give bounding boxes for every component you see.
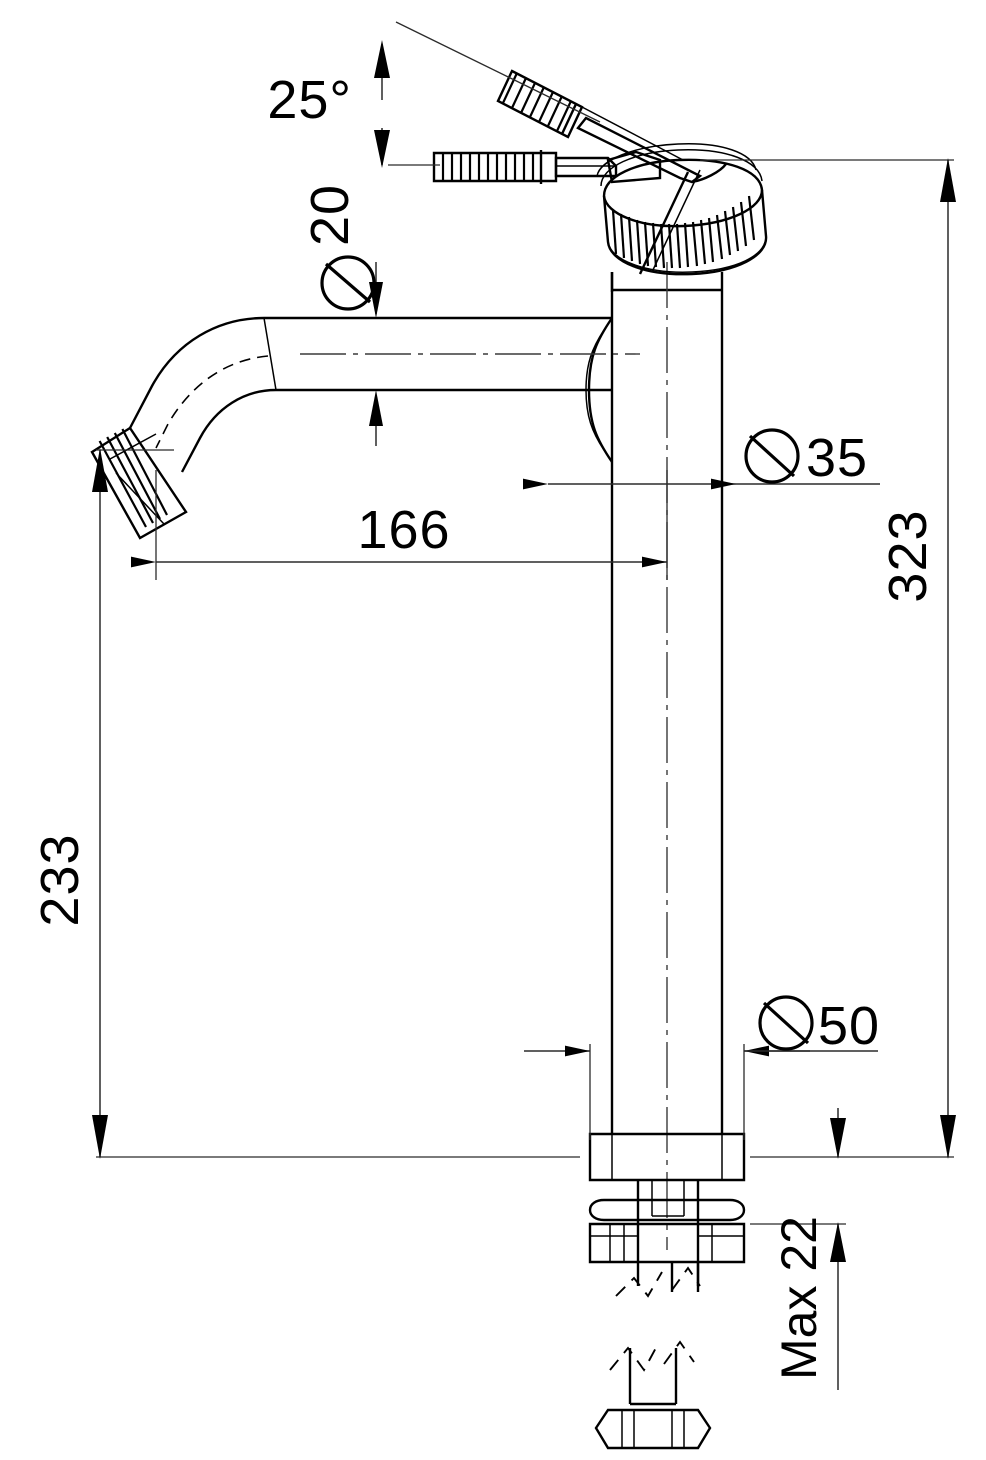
- break-lines-upper: [615, 1262, 701, 1298]
- diameter-symbol-20: [320, 255, 376, 311]
- hex-lock-nut-upper: [588, 1222, 746, 1264]
- dim-spout-diameter: 20: [300, 184, 383, 446]
- dim-max-deck-thickness: Max 22: [750, 1108, 846, 1390]
- dim-label-base-diameter: 50: [818, 996, 880, 1056]
- dim-label-max-deck-thickness: Max 22: [771, 1216, 827, 1380]
- dim-body-diameter: 35: [523, 428, 880, 490]
- lever-handle-horizontal: [432, 150, 662, 184]
- diameter-symbol-50: [758, 995, 814, 1051]
- lower-hex-nut: [594, 1340, 712, 1450]
- dim-lever-angle: 25°: [267, 21, 601, 168]
- base-flange: [588, 1132, 746, 1182]
- cartridge-cap: [596, 143, 768, 292]
- break-lines-lower: [609, 1340, 695, 1372]
- lever-handle-raised: [496, 69, 727, 184]
- dim-label-overall-height: 323: [878, 509, 938, 602]
- dim-spout-height: 233: [30, 448, 580, 1159]
- mounting-washer: [588, 1198, 746, 1222]
- dim-overall-height: 323: [700, 158, 956, 1159]
- aerator-outlet: [90, 426, 188, 540]
- dim-label-spout-reach: 166: [357, 500, 450, 560]
- faucet-geometry: [90, 69, 768, 1450]
- aerator-ribs: [98, 428, 168, 528]
- dim-label-spout-height: 233: [30, 833, 90, 926]
- dim-label-body-diameter: 35: [806, 428, 868, 488]
- spout: [128, 316, 640, 473]
- diameter-symbol-35: [744, 428, 800, 484]
- dim-label-lever-angle: 25°: [267, 70, 352, 130]
- dim-spout-reach: 166: [131, 470, 668, 580]
- dim-base-diameter: 50: [524, 995, 880, 1140]
- horizontal-lever-grip-ribs: [441, 153, 535, 181]
- dim-label-spout-diameter: 20: [300, 184, 360, 246]
- raised-lever-grip-ribs: [502, 72, 572, 132]
